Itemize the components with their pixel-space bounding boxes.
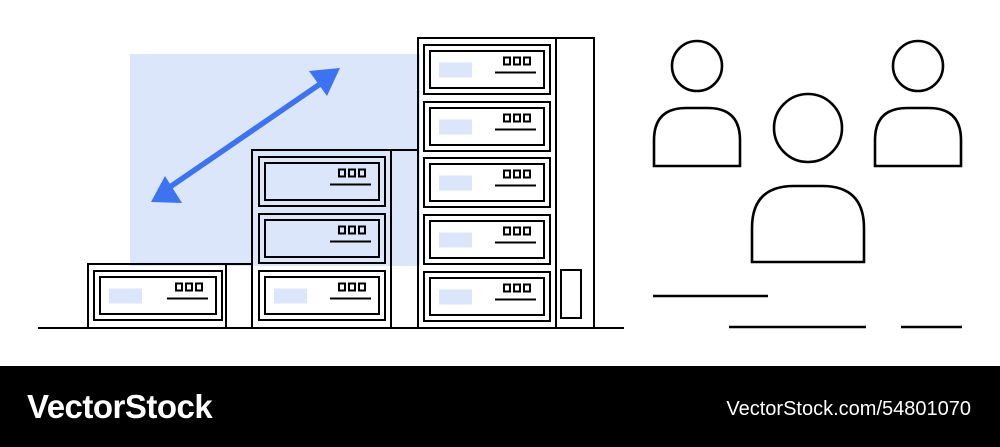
unit-screen: [274, 288, 307, 304]
status-light: [503, 226, 511, 236]
server-rack-small: [87, 263, 253, 329]
unit-screen: [109, 288, 142, 304]
unit-frame: [93, 270, 223, 321]
server-unit: [423, 44, 551, 95]
server-unit: [93, 270, 223, 321]
status-light: [503, 113, 511, 123]
unit-frame: [423, 44, 551, 95]
unit-panel: [429, 163, 545, 202]
server-unit: [423, 271, 551, 322]
server-unit: [258, 270, 386, 321]
person-icon-center: [750, 92, 866, 264]
scale-arrow-icon: [151, 68, 340, 203]
person-icon-left: [652, 39, 742, 168]
unit-panel: [429, 50, 545, 89]
status-light: [503, 283, 511, 293]
unit-frame: [423, 214, 551, 265]
backdrop-panel: [130, 54, 420, 266]
unit-panel: [99, 276, 217, 315]
unit-screen: [439, 175, 472, 191]
status-light: [358, 168, 366, 178]
status-light: [338, 168, 346, 178]
arrow-shaft: [164, 79, 326, 192]
status-light: [513, 226, 521, 236]
person-head: [670, 39, 724, 93]
arrow-head-end: [309, 68, 340, 96]
footer-bar: VectorStock VectorStock.com/54801070: [0, 366, 1000, 447]
brand-logo: VectorStock: [27, 388, 213, 425]
unit-screen: [439, 289, 472, 305]
status-light: [338, 282, 346, 292]
status-light: [513, 169, 521, 179]
unit-frame: [258, 270, 386, 321]
illustration: [38, 37, 963, 329]
status-light: [523, 56, 531, 66]
unit-frame: [423, 157, 551, 208]
server-unit: [258, 156, 386, 207]
status-light: [503, 169, 511, 179]
unit-panel: [429, 220, 545, 259]
unit-screen: [439, 119, 472, 135]
person-body: [873, 106, 963, 168]
unit-frame: [258, 156, 386, 207]
unit-panel: [429, 107, 545, 146]
server-unit: [423, 157, 551, 208]
status-light: [523, 113, 531, 123]
status-light: [185, 282, 193, 292]
server-rack-tall: [417, 37, 595, 329]
status-light: [348, 225, 356, 235]
server-unit: [423, 101, 551, 152]
status-light: [523, 226, 531, 236]
status-light: [358, 225, 366, 235]
status-light: [348, 168, 356, 178]
stock-id: VectorStock.com/54801070: [726, 398, 971, 420]
status-light: [195, 282, 203, 292]
person-head: [772, 92, 844, 164]
unit-panel: [429, 277, 545, 316]
unit-screen: [439, 62, 472, 78]
status-light: [513, 113, 521, 123]
unit-frame: [258, 213, 386, 264]
status-light: [523, 169, 531, 179]
unit-screen: [274, 231, 307, 247]
unit-screen: [274, 174, 307, 190]
status-light: [513, 56, 521, 66]
status-light: [338, 225, 346, 235]
person-icon-right: [873, 39, 963, 168]
unit-panel: [264, 162, 380, 201]
person-head: [891, 39, 945, 93]
server-unit: [258, 213, 386, 264]
unit-frame: [423, 271, 551, 322]
person-body: [652, 106, 742, 168]
unit-panel: [264, 276, 380, 315]
person-body: [750, 184, 866, 264]
server-unit: [423, 214, 551, 265]
unit-panel: [264, 219, 380, 258]
status-light: [513, 283, 521, 293]
arrow-head-start: [151, 176, 182, 203]
status-light: [358, 282, 366, 292]
rack-handle: [560, 269, 582, 319]
status-light: [503, 56, 511, 66]
unit-screen: [439, 232, 472, 248]
status-light: [175, 282, 183, 292]
unit-frame: [423, 101, 551, 152]
rack-frame: [417, 37, 595, 329]
status-light: [348, 282, 356, 292]
status-light: [523, 283, 531, 293]
